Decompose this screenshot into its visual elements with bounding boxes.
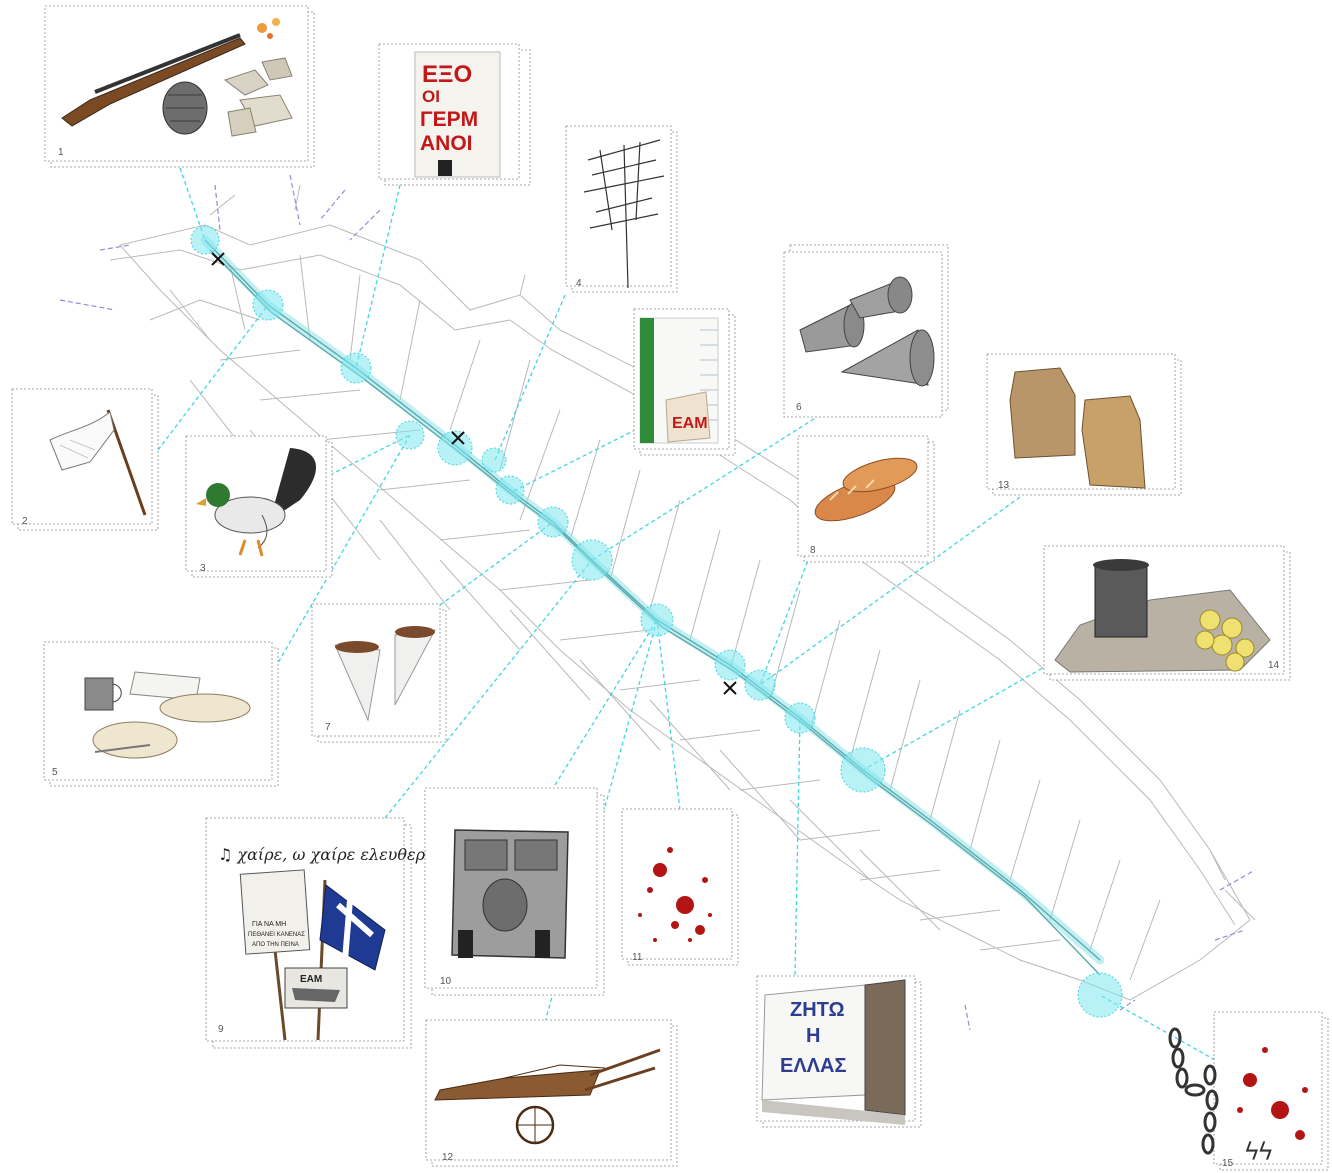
- stove-icon: [452, 830, 568, 958]
- panel-1: 1: [45, 6, 314, 167]
- wall-text-line-1: ΖΗΤΩ: [790, 999, 845, 1021]
- panel-number: 2: [22, 516, 28, 527]
- eam-placard-text: ΕΑΜ: [300, 974, 322, 985]
- panel-10: 10: [425, 788, 604, 995]
- panel-number: 15: [1222, 1158, 1234, 1169]
- panel-12: 12: [426, 1020, 677, 1166]
- panel-number: 8: [810, 545, 816, 556]
- panel-eam-poster: ΕΑΜ: [634, 309, 735, 455]
- panel-11: 11: [622, 809, 738, 965]
- graffiti-line-2: ΟΙ: [422, 87, 440, 106]
- panel-graffiti: ΕΞΟ ΟΙ ΓΕΡΜ ΑΝΟΙ: [379, 44, 530, 185]
- wall-text-line-3: ΕΛΛΑΣ: [780, 1055, 846, 1077]
- sign-line-1: ΓΙΑ ΝΑ ΜΗ: [252, 921, 286, 928]
- panel-number: 6: [796, 402, 802, 413]
- panel-number: 12: [442, 1152, 454, 1163]
- graffiti-line-4: ΑΝΟΙ: [420, 132, 473, 155]
- eam-poster-text: ΕΑΜ: [672, 415, 708, 432]
- panel-3: 3: [186, 436, 332, 577]
- panel-number: 11: [632, 952, 643, 963]
- panel-number: 1: [58, 147, 64, 158]
- panel-number: 4: [576, 278, 582, 289]
- panel-4: 4: [566, 126, 677, 292]
- panel-zito-ellas: ΖΗΤΩ Η ΕΛΛΑΣ: [757, 976, 921, 1127]
- panel-number: 13: [998, 480, 1010, 491]
- graffiti-line-1: ΕΞΟ: [422, 61, 472, 88]
- ss-mark: ϟϟ: [1245, 1136, 1273, 1166]
- panel-number: 10: [440, 976, 452, 987]
- panel-number: 7: [325, 722, 331, 733]
- panel-6: 6: [784, 245, 948, 417]
- panel-5: 5: [44, 642, 278, 786]
- eam-placard: ΕΑΜ: [285, 968, 347, 1008]
- paint-can-icon: [438, 160, 452, 176]
- panel-8: 8: [798, 436, 934, 562]
- panel-number: 14: [1268, 660, 1280, 671]
- wall-text-line-2: Η: [806, 1025, 820, 1047]
- panel-number: 5: [52, 767, 58, 778]
- panel-14: 14: [1044, 546, 1290, 680]
- panel-9: ♫ χαίρε, ω χαίρε ελευθεριά ♫ ΓΙΑ ΝΑ ΜΗ Π…: [206, 818, 462, 1048]
- graffiti-line-3: ΓΕΡΜ: [420, 108, 478, 131]
- panel-number: 3: [200, 563, 206, 574]
- panel-13: 13: [987, 354, 1181, 495]
- panel-7: 7: [312, 604, 446, 742]
- sign-line-3: ΑΠΟ ΤΗΝ ΠΕΙΝΑ: [252, 942, 299, 948]
- panel-2: 2: [12, 389, 158, 530]
- sign-line-2: ΠΕΘΑΝΕΙ ΚΑΝΕΝΑΣ: [248, 932, 305, 938]
- panel-15: ϟϟ 15: [1170, 1012, 1328, 1170]
- panel-number: 9: [218, 1024, 224, 1035]
